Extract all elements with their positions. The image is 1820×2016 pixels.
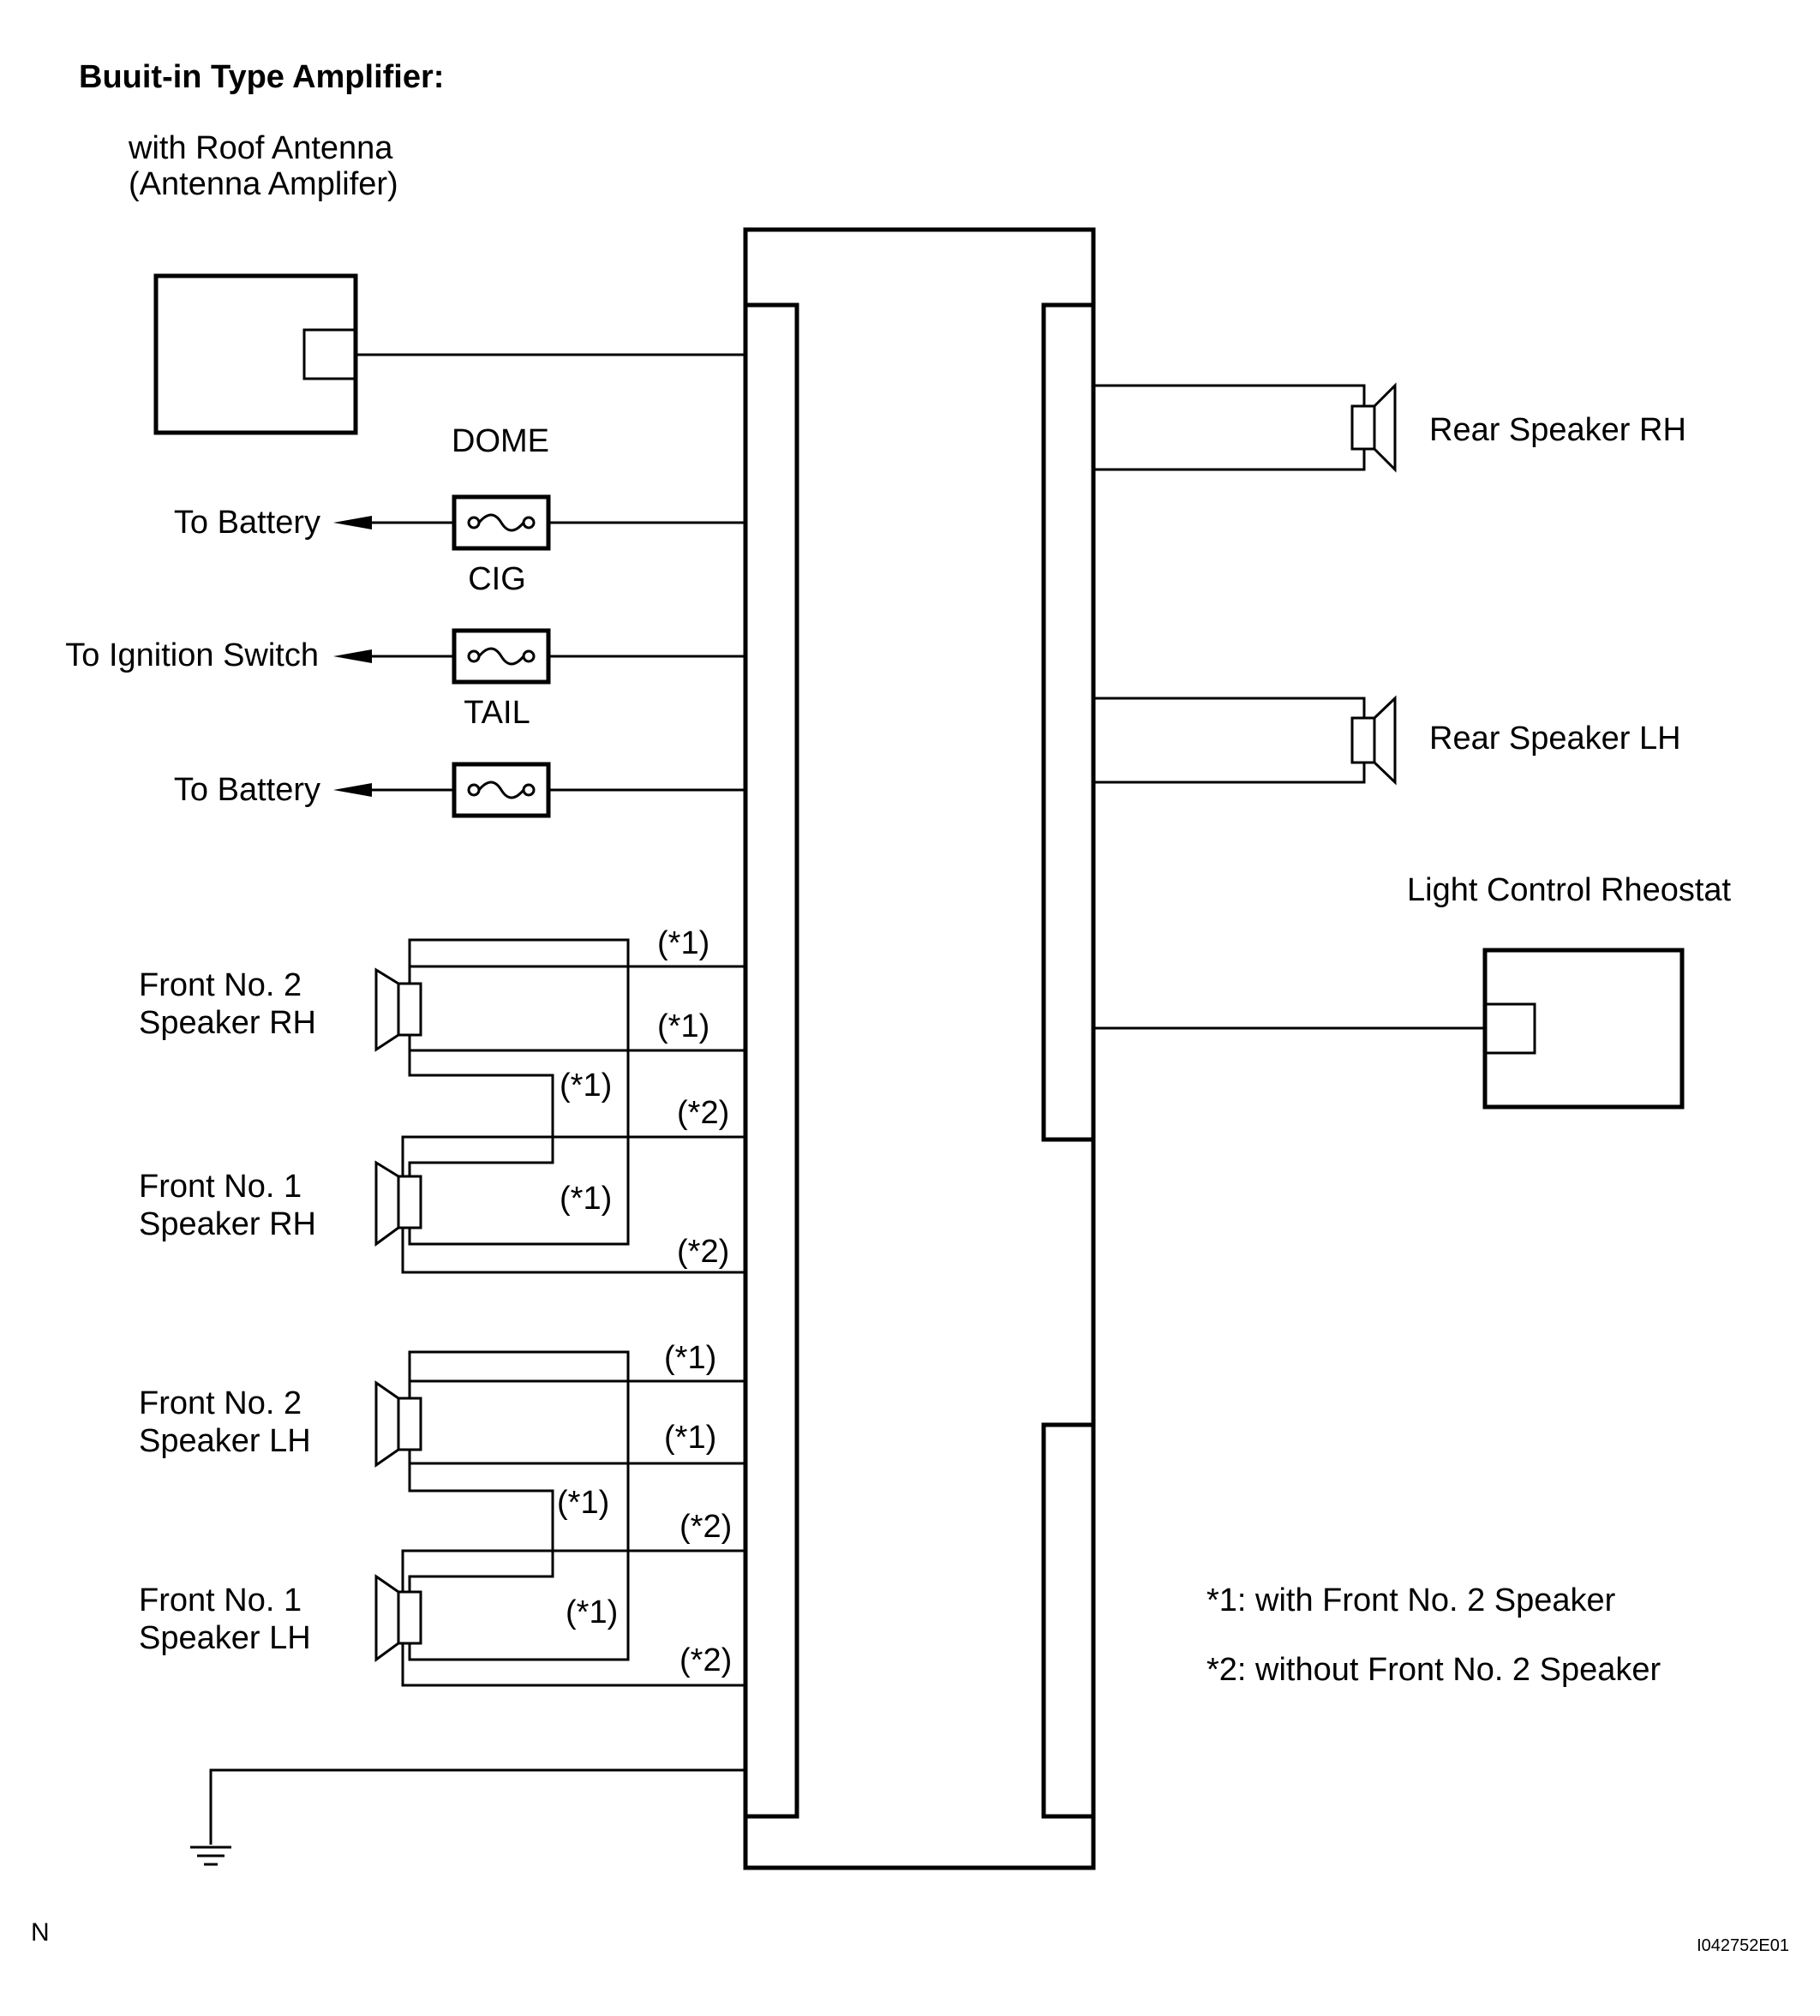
front-lh-speaker-circuit: Front No. 2 Speaker LH Front No. 1 Speak… <box>139 1340 745 1687</box>
speaker-icon <box>397 982 422 1037</box>
tail-fuse-circuit: TAIL To Battery <box>174 695 745 818</box>
footnote-1: *1: with Front No. 2 Speaker <box>1206 1582 1616 1618</box>
corner-mark: N <box>31 1918 50 1947</box>
amplifier-right-connector-upper <box>1041 302 1096 1142</box>
light-control-rheostat: Light Control Rheostat <box>1093 872 1732 1110</box>
amplifier-right-connector-lower <box>1041 1422 1096 1819</box>
marker-1: (*1) <box>664 1340 716 1376</box>
marker-1: (*1) <box>557 1485 609 1521</box>
speaker-icon <box>397 1590 422 1645</box>
marker-1: (*1) <box>664 1420 716 1456</box>
front1-rh-label-line1: Front No. 1 <box>139 1169 302 1205</box>
front2-rh-label-line2: Speaker RH <box>139 1005 316 1041</box>
supply-label-battery-2: To Battery <box>174 772 320 808</box>
marker-1: (*1) <box>657 925 709 961</box>
fuse-label-dome: DOME <box>452 423 549 459</box>
figure-id: I042752E01 <box>1697 1936 1789 1955</box>
front-rh-speaker-circuit: Front No. 2 Speaker RH Front No. 1 Speak… <box>139 925 745 1274</box>
speaker-icon <box>397 1175 422 1229</box>
amplifier-unit <box>743 227 1096 1870</box>
marker-1: (*1) <box>657 1008 709 1044</box>
supply-label-battery-1: To Battery <box>174 505 320 541</box>
ground-icon <box>190 1846 231 1866</box>
supply-label-ignition: To Ignition Switch <box>65 637 319 673</box>
rear-speaker-rh-label: Rear Speaker RH <box>1429 412 1686 448</box>
amplifier-left-connector <box>743 302 799 1819</box>
speaker-icon <box>1350 716 1376 764</box>
front1-lh-label-line2: Speaker LH <box>139 1620 311 1656</box>
marker-1: (*1) <box>566 1594 618 1630</box>
marker-1: (*1) <box>560 1181 612 1217</box>
ground-circuit <box>190 1768 745 1866</box>
rear-speaker-lh: Rear Speaker LH <box>1093 695 1681 786</box>
cig-fuse-circuit: CIG To Ignition Switch <box>65 561 745 685</box>
marker-2: (*2) <box>677 1234 729 1270</box>
front1-rh-label-line2: Speaker RH <box>139 1206 316 1242</box>
marker-2: (*2) <box>677 1095 729 1131</box>
fuse-label-cig: CIG <box>468 561 526 597</box>
speaker-icon <box>397 1397 422 1451</box>
front1-lh-label-line1: Front No. 1 <box>139 1582 302 1618</box>
antenna-label-line1: with Roof Antenna <box>128 130 393 166</box>
front2-lh-label-line2: Speaker LH <box>139 1423 311 1459</box>
antenna-label-line2: (Antenna Amplifer) <box>129 166 398 202</box>
marker-2: (*2) <box>680 1509 732 1545</box>
speaker-icon <box>1350 404 1376 451</box>
rheostat-label: Light Control Rheostat <box>1407 872 1732 908</box>
footnote-2: *2: without Front No. 2 Speaker <box>1206 1652 1661 1688</box>
rear-speaker-lh-label: Rear Speaker LH <box>1429 721 1681 757</box>
arrow-icon <box>333 516 372 529</box>
fuse-label-tail: TAIL <box>464 695 530 731</box>
rear-speaker-rh: Rear Speaker RH <box>1093 382 1686 473</box>
arrow-icon <box>333 783 372 797</box>
marker-2: (*2) <box>680 1642 732 1678</box>
front2-lh-label-line1: Front No. 2 <box>139 1385 302 1421</box>
dome-fuse-circuit: DOME To Battery <box>174 423 745 551</box>
antenna-amplifier <box>153 273 745 435</box>
arrow-icon <box>333 649 372 663</box>
diagram-title: Buuit-in Type Amplifier: <box>79 59 444 95</box>
marker-1: (*1) <box>560 1068 612 1104</box>
front2-rh-label-line1: Front No. 2 <box>139 967 302 1003</box>
